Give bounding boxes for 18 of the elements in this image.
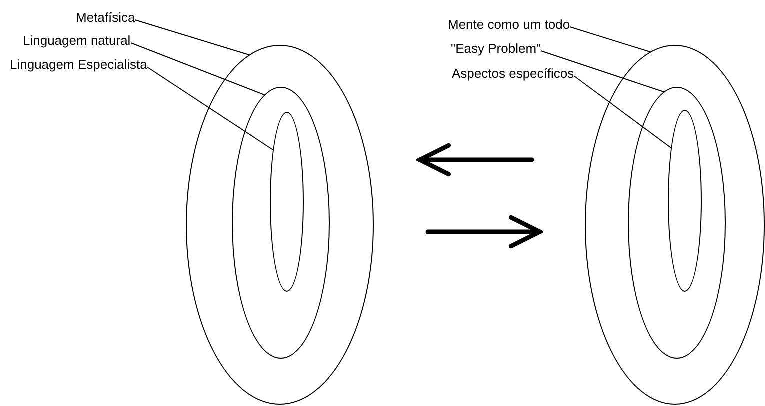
arrow: [418, 143, 534, 177]
ellipse: [585, 45, 765, 405]
leader-line: [570, 26, 651, 52]
leader-line: [130, 42, 265, 96]
ellipse: [270, 112, 304, 292]
label-text: Aspectos específicos: [452, 66, 574, 82]
label-text: "Easy Problem": [451, 41, 542, 57]
ellipse: [668, 110, 702, 292]
leader-line: [540, 50, 664, 92]
label-text: Linguagem Especialista: [10, 57, 148, 73]
ellipse: [186, 45, 374, 405]
ellipse: [232, 87, 330, 359]
leader-line: [134, 20, 250, 56]
ellipse: [628, 87, 726, 359]
arrow: [426, 215, 542, 249]
leader-line: [574, 76, 672, 148]
leader-line: [146, 66, 274, 150]
label-text: Linguagem natural: [23, 33, 131, 49]
